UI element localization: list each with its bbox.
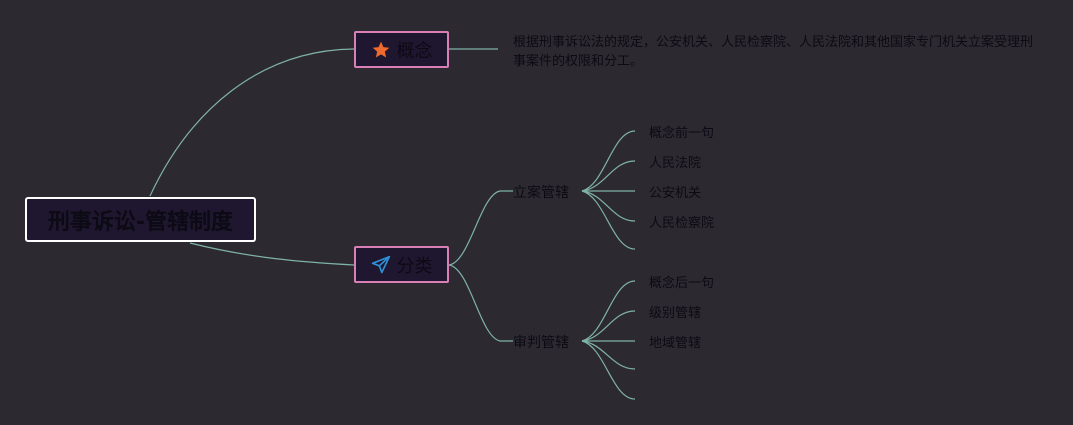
star-icon: [371, 40, 391, 60]
leaf-node[interactable]: 公安机关: [649, 186, 702, 201]
classification-node[interactable]: 分类: [354, 246, 449, 283]
leaf-node[interactable]: 地域管辖: [649, 336, 702, 351]
concept-note: 根据刑事诉讼法的规定，公安机关、人民检察院、人民法院和其他国家专门机关立案受理刑…: [513, 35, 1034, 69]
concept-label: 概念: [396, 40, 433, 62]
concept-node[interactable]: 概念: [354, 31, 449, 68]
link-sub1-leaf4: [581, 190, 636, 222]
link-sub2-leaf4: [581, 340, 636, 370]
link-sub2-leaf1: [581, 280, 636, 342]
paper-plane-icon: [371, 255, 391, 275]
link-sub2-leaf5: [581, 340, 636, 400]
link-sub1-leaf5: [581, 190, 636, 250]
sub-label: 立案管辖: [513, 185, 569, 201]
classification-label: 分类: [396, 255, 433, 277]
leaf-node[interactable]: 人民法院: [649, 156, 702, 171]
root-label: 刑事诉讼-管辖制度: [47, 209, 234, 235]
link-class-sub2: [448, 264, 513, 342]
leaf-node[interactable]: 概念前一句: [649, 126, 715, 141]
sub-label: 审判管辖: [513, 335, 569, 351]
sub-node-filing-jurisdiction[interactable]: 立案管辖: [513, 182, 569, 202]
sub-node-trial-jurisdiction[interactable]: 审判管辖: [513, 332, 569, 352]
leaf-node[interactable]: 人民检察院: [649, 216, 715, 231]
link-root-class: [189, 242, 355, 266]
leaf-node[interactable]: 级别管辖: [649, 306, 702, 321]
link-sub2-leaf2: [581, 310, 636, 342]
link-sub1-leaf2: [581, 160, 636, 192]
leaf-node[interactable]: 概念后一句: [649, 276, 715, 291]
root-node[interactable]: 刑事诉讼-管辖制度: [25, 197, 256, 242]
link-class-sub1: [448, 190, 513, 266]
link-sub1-leaf1: [581, 130, 636, 192]
link-root-concept: [149, 48, 355, 197]
